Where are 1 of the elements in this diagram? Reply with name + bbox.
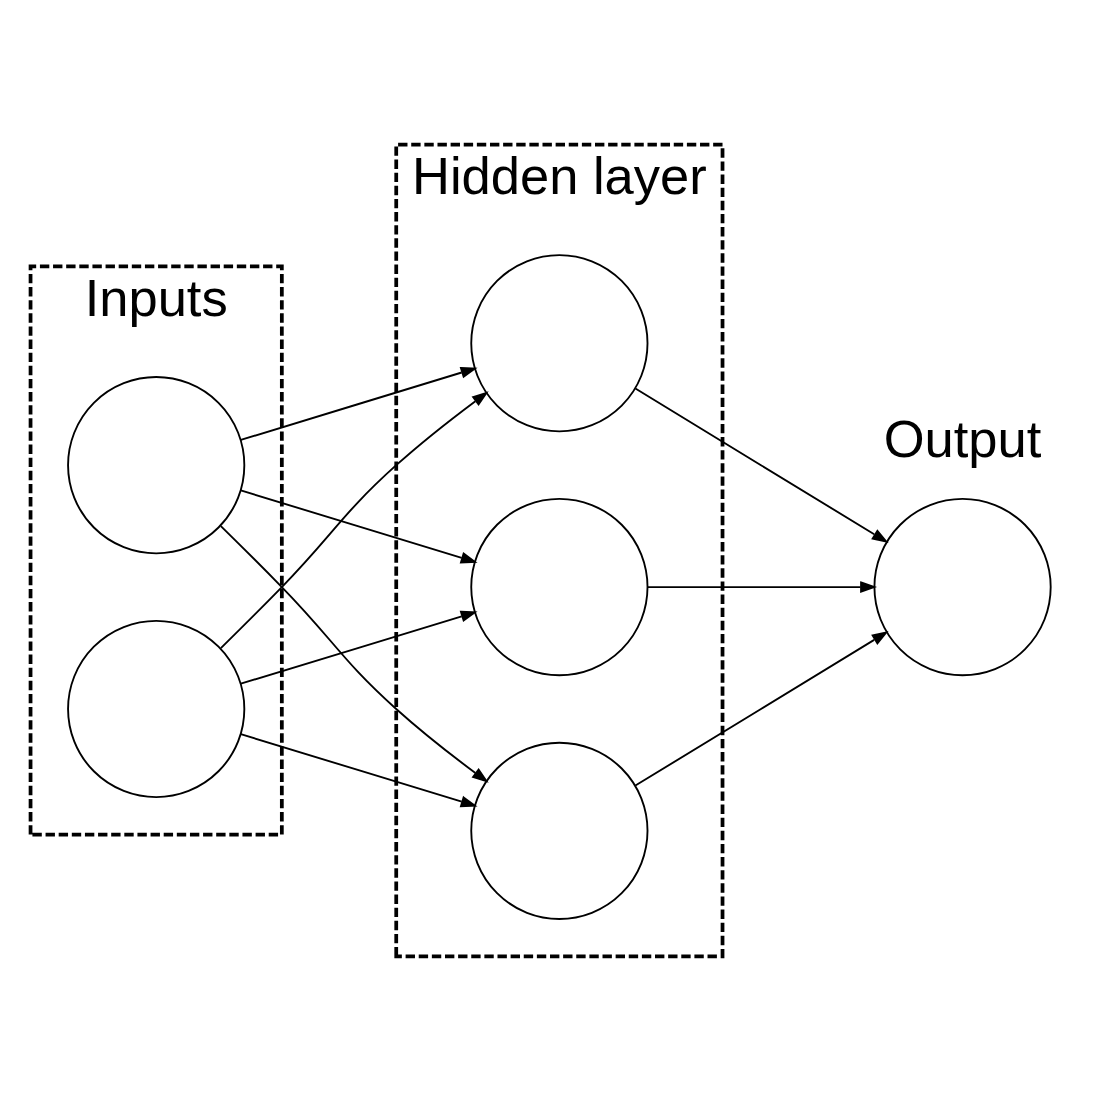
node-label: Output [883,408,1042,468]
